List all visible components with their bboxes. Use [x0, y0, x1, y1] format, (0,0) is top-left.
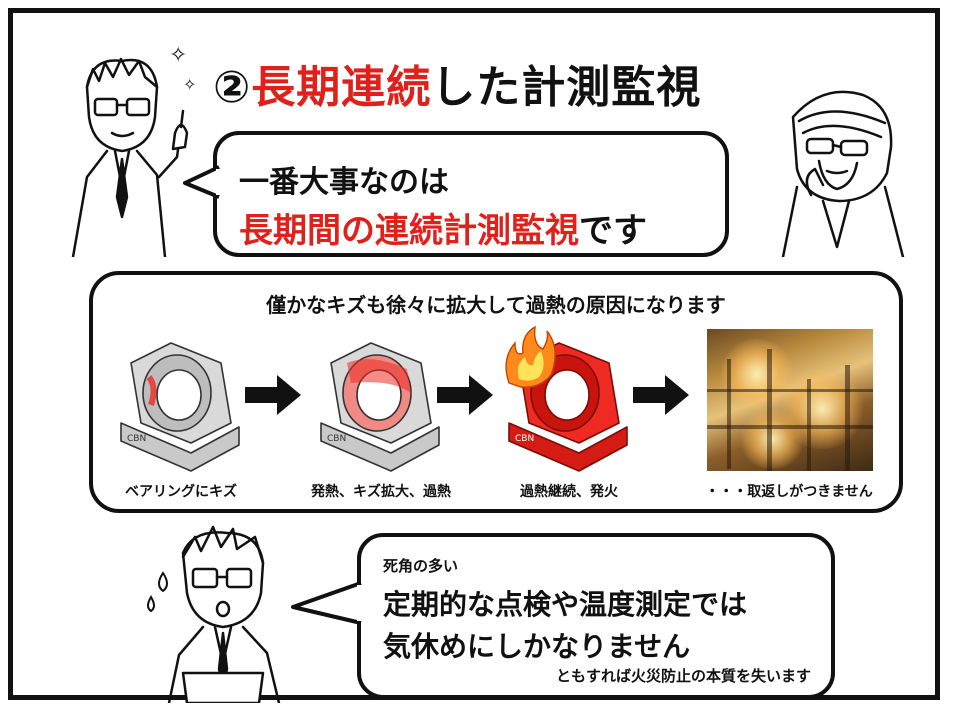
arrow-right-icon [245, 375, 301, 415]
worried-engineer-character [147, 525, 281, 703]
speech-bubble-bottom: 死角の多い 定期的な点検や温度測定では 気休めにしかなりません ともすれば火災防… [357, 533, 835, 699]
speech-bubble-top: 一番大事なのは 長期間の連続計測監視です [213, 131, 729, 257]
speech-bottom-line0: 死角の多い [383, 557, 459, 575]
sparkle-icon: ✧ [183, 75, 197, 94]
flame-icon [505, 325, 556, 388]
arrow-right-icon [633, 375, 689, 415]
title-number: ② [213, 62, 252, 113]
speech-bubble-tail [183, 165, 221, 199]
bearing-mark-text: CBN [127, 434, 146, 444]
title-rest: した計測監視 [431, 62, 702, 113]
process-panel: 僅かなキズも徐々に拡大して過熱の原因になります CBN [89, 271, 903, 513]
stage-label: 発熱、キズ拡大、過熱 [311, 484, 451, 500]
engineer-character-pointing [71, 57, 189, 257]
stage-label: ベアリングにキズ [125, 484, 237, 500]
speech-bottom-line1: 定期的な点検や温度測定では [383, 588, 748, 621]
bearing-mark-text: CBN [327, 434, 346, 444]
stage-label: ・・・取返しがつきません [705, 484, 873, 500]
bearing-mark-text: CBN [515, 434, 534, 444]
speech-top-rest: です [579, 211, 647, 251]
elder-character-thinking [781, 90, 905, 257]
comic-panel-frame: ✧ ✧ ②長期連続した計測監視 [8, 8, 940, 703]
sweat-drop-icon [147, 571, 168, 613]
speech-bottom-line2: 気休めにしかなりません [383, 630, 691, 663]
bearing-scratch-image: CBN [120, 342, 240, 472]
speech-bottom-line3: ともすれば火災防止の本質を失います [555, 667, 811, 685]
arrow-right-icon [437, 375, 493, 415]
bearing-heating-image: CBN [320, 342, 440, 472]
stage-label: 過熱継続、発火 [520, 484, 618, 500]
speech-top-highlight: 長期間の連続計測監視 [239, 211, 579, 251]
page-title: ②長期連続した計測監視 [213, 51, 701, 115]
bearing-fire-image: CBN [505, 325, 628, 472]
process-panel-heading: 僅かなキズも徐々に拡大して過熱の原因になります [266, 293, 726, 317]
speech-top-line1: 一番大事なのは [239, 165, 449, 200]
speech-bubble-tail [291, 581, 363, 625]
speech-top-line2: 長期間の連続計測監視です [239, 203, 647, 252]
factory-fire-photo [707, 329, 873, 471]
title-highlight: 長期連続 [251, 62, 432, 113]
sparkle-icon: ✧ [169, 43, 188, 68]
